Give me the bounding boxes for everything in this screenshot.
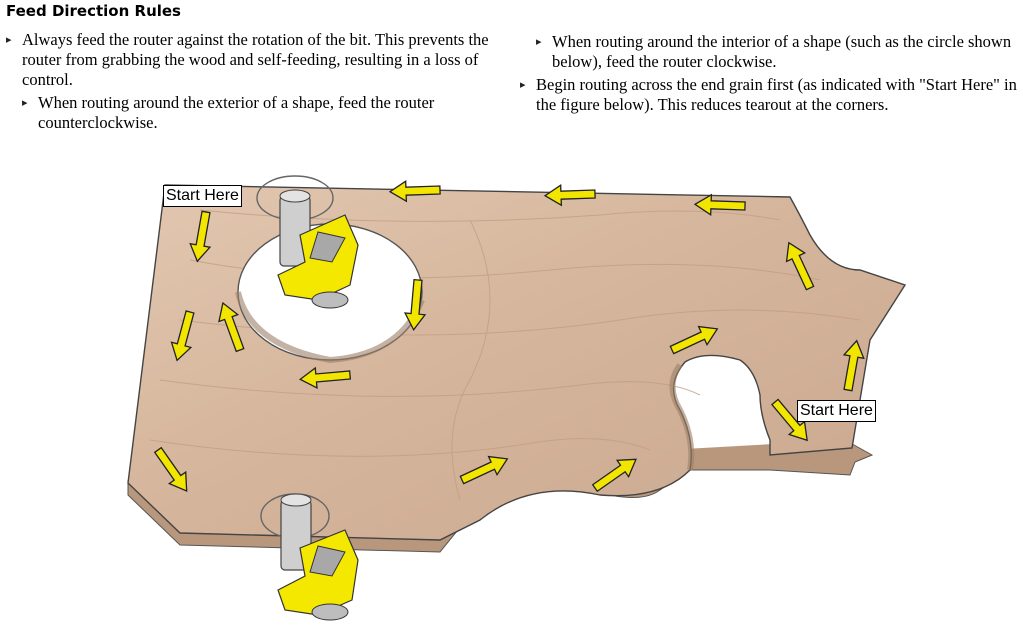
router-bit-interior: [256, 175, 359, 309]
page-heading: Feed Direction Rules: [6, 2, 181, 20]
bullet-interior-clockwise: When routing around the interior of a sh…: [536, 32, 1020, 72]
start-here-label-left: Start Here: [163, 185, 242, 207]
router-bit-exterior: [260, 493, 359, 621]
bullet-end-grain-first: Begin routing across the end grain first…: [520, 75, 1020, 115]
bullet-exterior-counterclockwise: When routing around the exterior of a sh…: [22, 93, 506, 133]
start-here-label-right: Start Here: [797, 400, 876, 422]
wood-board: [127, 184, 907, 541]
right-column: When routing around the interior of a sh…: [520, 30, 1020, 118]
left-column: Always feed the router against the rotat…: [6, 30, 506, 136]
bullet-feed-against-rotation: Always feed the router against the rotat…: [6, 30, 506, 90]
